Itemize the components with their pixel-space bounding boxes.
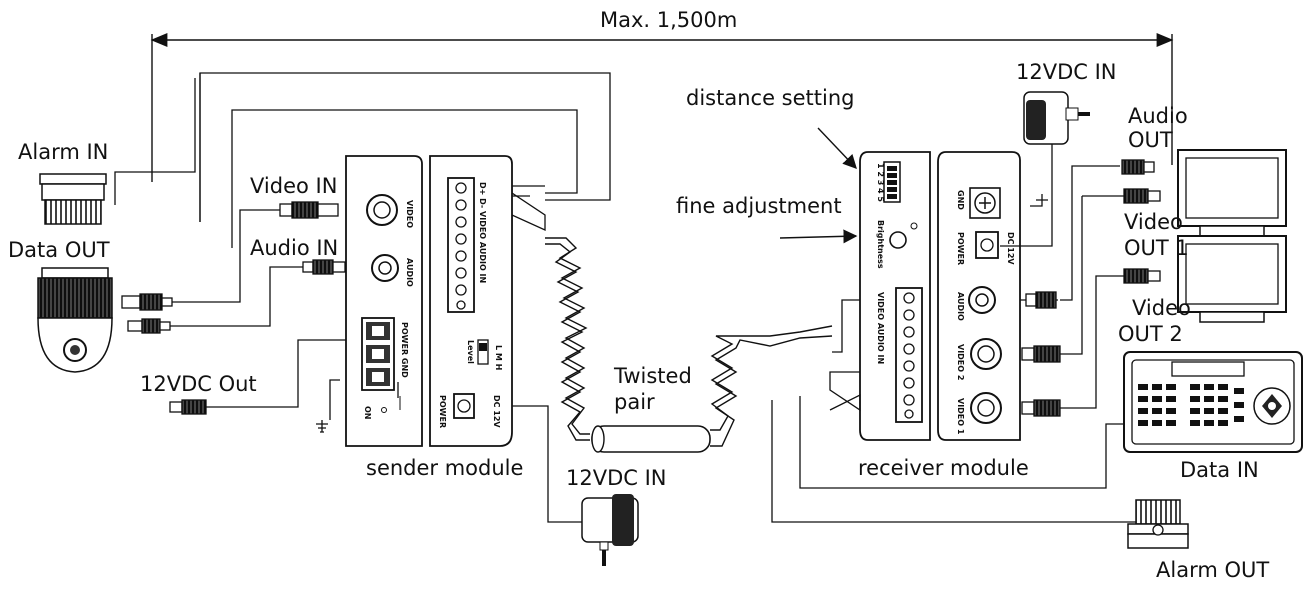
sender-level-text: Level bbox=[466, 340, 475, 364]
sender-power-wire bbox=[512, 405, 582, 523]
power-adapter-icon bbox=[1023, 91, 1090, 145]
receiver-audio-text: AUDIO bbox=[956, 292, 965, 321]
bnc-plug-icon bbox=[1123, 188, 1161, 204]
video-in-label: Video IN bbox=[250, 174, 338, 198]
pair-label: pair bbox=[614, 390, 655, 414]
bnc-plug-icon bbox=[121, 293, 173, 311]
bnc-plug-icon bbox=[279, 201, 339, 219]
data-out-label: Data OUT bbox=[8, 238, 110, 262]
sender-video-text: VIDEO bbox=[405, 200, 414, 228]
monitor-icon bbox=[1177, 235, 1287, 323]
monitor-icon bbox=[1177, 149, 1287, 237]
receiver-gnd-text: GND bbox=[956, 190, 965, 210]
twisted-label: Twisted bbox=[614, 364, 692, 388]
receiver-power-wire bbox=[1000, 142, 1053, 247]
distance-setting-label: distance setting bbox=[686, 86, 855, 110]
dome-camera-icon bbox=[37, 267, 113, 373]
sender-dc-text: DC 12V bbox=[492, 395, 501, 428]
dc-out-wires bbox=[206, 339, 360, 433]
alarm-in-label: Alarm IN bbox=[18, 140, 109, 164]
vdc-in-top-label: 12VDC IN bbox=[1016, 60, 1117, 84]
video-out1-label-2: OUT 1 bbox=[1124, 236, 1189, 260]
receiver-power-text: POWER bbox=[956, 232, 965, 265]
sender-power-text: POWER bbox=[438, 395, 447, 428]
video-out2-label-2: OUT 2 bbox=[1118, 322, 1183, 346]
sender-power-gnd-text: POWER GND bbox=[400, 322, 409, 378]
video-out1-label-1: Video bbox=[1124, 210, 1183, 234]
receiver-module-label: receiver module bbox=[858, 456, 1029, 480]
annotation-arrows bbox=[779, 127, 858, 244]
bnc-plug-icon bbox=[1123, 268, 1161, 284]
bnc-plug-icon bbox=[1021, 345, 1061, 363]
bnc-plug-icon bbox=[1021, 399, 1061, 417]
rca-plug-icon bbox=[127, 318, 171, 334]
dc-plug-icon bbox=[169, 399, 207, 415]
receiver-video2-text: VIDEO 2 bbox=[956, 344, 965, 380]
sender-lmh-text: L M H bbox=[494, 345, 503, 370]
alarm-out-label: Alarm OUT bbox=[1156, 558, 1270, 582]
keyboard-controller-icon bbox=[1123, 351, 1303, 453]
vdc-in-bottom-label: 12VDC IN bbox=[566, 466, 667, 490]
receiver-video1-text: VIDEO 1 bbox=[956, 398, 965, 435]
receiver-dc-text: DC 12V bbox=[1006, 232, 1015, 265]
sender-module: VIDEO AUDIO POWER GND ON D+ D- VIDEO AUD… bbox=[345, 155, 513, 447]
sender-module-label: sender module bbox=[366, 456, 524, 480]
receiver-output-wires bbox=[1020, 165, 1124, 409]
sender-on-text: ON bbox=[363, 406, 372, 420]
sender-audio-text: AUDIO bbox=[405, 258, 414, 287]
rca-plug-icon bbox=[1025, 291, 1057, 309]
sender-terminals-text: D+ D- VIDEO AUDIO IN bbox=[478, 182, 487, 283]
video-out2-label-1: Video bbox=[1132, 296, 1191, 320]
fine-adjustment-label: fine adjustment bbox=[676, 194, 842, 218]
distance-label: Max. 1,500m bbox=[600, 8, 738, 32]
twisted-pair-cable bbox=[545, 237, 833, 453]
receiver-terminals-text: VIDEO AUDIO IN bbox=[876, 292, 885, 364]
alarm-sensor-icon bbox=[39, 173, 107, 225]
data-in-label: Data IN bbox=[1180, 458, 1259, 482]
audio-in-label: Audio IN bbox=[250, 236, 339, 260]
rca-plug-icon bbox=[1121, 159, 1155, 175]
vdc-out-label: 12VDC Out bbox=[140, 372, 257, 396]
distance-dimension bbox=[150, 33, 1174, 182]
receiver-dip-text: 1 2 3 4 5 bbox=[876, 163, 885, 202]
audio-out-label-2: OUT bbox=[1128, 128, 1173, 152]
audio-out-label-1: Audio bbox=[1128, 104, 1188, 128]
power-adapter-icon bbox=[581, 494, 639, 566]
receiver-module: 1 2 3 4 5 Brightness VIDEO AUDIO IN GND … bbox=[859, 151, 1021, 441]
rca-plug-icon bbox=[302, 259, 346, 275]
receiver-brightness-text: Brightness bbox=[876, 220, 885, 269]
alarm-sensor-icon bbox=[1127, 499, 1189, 549]
